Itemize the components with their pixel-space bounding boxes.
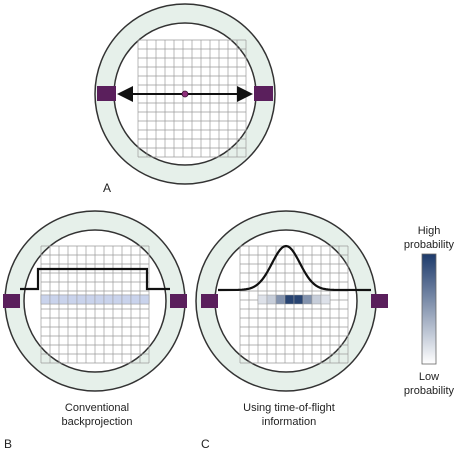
panel-b-caption-line2: backprojection bbox=[62, 416, 133, 428]
legend-high-line2: probability bbox=[404, 239, 455, 251]
backprojection-cell bbox=[85, 294, 96, 305]
annihilation-point bbox=[181, 90, 189, 98]
tof-probability-cell bbox=[302, 294, 313, 305]
panel-c-letter: C bbox=[201, 437, 210, 451]
panel-c-caption-line1: Using time-of-flight bbox=[243, 402, 335, 414]
detector-right bbox=[254, 86, 273, 101]
panel-c-caption-line2: information bbox=[262, 416, 316, 428]
probability-legend: High probability Low probability bbox=[404, 225, 455, 397]
backprojection-cell bbox=[94, 294, 105, 305]
detector-right bbox=[170, 294, 187, 308]
detector-left bbox=[97, 86, 116, 101]
tof-probability-cell bbox=[284, 294, 295, 305]
legend-high-line1: High bbox=[418, 225, 441, 237]
uniform-row-cells bbox=[40, 294, 150, 305]
uniform-probability-profile bbox=[20, 267, 170, 291]
panel-b-letter: B bbox=[4, 437, 12, 451]
tof-probability-cell bbox=[257, 294, 268, 305]
backprojection-cell bbox=[76, 294, 87, 305]
tof-probability-cell bbox=[320, 294, 331, 305]
detector-left bbox=[201, 294, 218, 308]
backprojection-cell bbox=[112, 294, 123, 305]
backprojection-cell bbox=[121, 294, 132, 305]
panel-a-letter: A bbox=[103, 181, 111, 195]
backprojection-cell bbox=[67, 294, 78, 305]
legend-low-line1: Low bbox=[419, 371, 439, 383]
backprojection-cell bbox=[139, 294, 150, 305]
tof-probability-row bbox=[257, 294, 331, 305]
pixel-grid bbox=[40, 245, 150, 364]
panel-b-caption-line1: Conventional bbox=[65, 402, 129, 414]
tof-probability-cell bbox=[293, 294, 304, 305]
backprojection-cell bbox=[103, 294, 114, 305]
legend-low-line2: probability bbox=[404, 385, 455, 397]
backprojection-cell bbox=[58, 294, 69, 305]
tof-probability-cell bbox=[275, 294, 286, 305]
tof-probability-cell bbox=[266, 294, 277, 305]
tof-probability-cell bbox=[311, 294, 322, 305]
panel-a: A bbox=[94, 3, 276, 195]
gaussian-probability-profile bbox=[217, 244, 372, 292]
backprojection-cell bbox=[49, 294, 60, 305]
detector-left bbox=[3, 294, 20, 308]
backprojection-cell bbox=[130, 294, 141, 305]
probability-color-bar bbox=[421, 253, 437, 365]
panel-b: Conventional backprojection B bbox=[3, 210, 187, 451]
backprojection-cell bbox=[40, 294, 51, 305]
detector-right bbox=[371, 294, 388, 308]
panel-c: Using time-of-flight information C bbox=[195, 210, 388, 451]
